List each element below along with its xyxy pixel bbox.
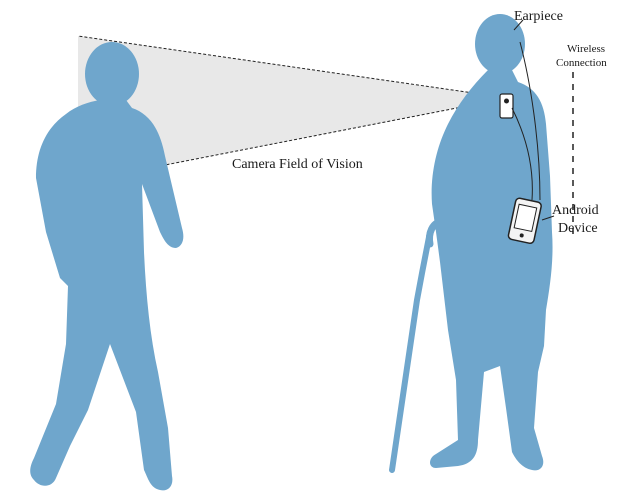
earpiece-label: Earpiece bbox=[514, 9, 563, 24]
blind-person-figure bbox=[430, 14, 553, 470]
walking-person-body bbox=[30, 100, 183, 490]
android-label-line2: Device bbox=[558, 221, 598, 236]
wireless-label-line2: Connection bbox=[556, 57, 607, 69]
camera-field-of-vision-label: Camera Field of Vision bbox=[232, 157, 363, 172]
camera-icon bbox=[500, 94, 513, 118]
android-label-line1: Android bbox=[552, 203, 599, 218]
cane bbox=[392, 232, 430, 470]
wireless-label-line1: Wireless bbox=[567, 43, 605, 55]
walking-person-head bbox=[85, 42, 139, 106]
blind-person-body bbox=[430, 70, 553, 470]
